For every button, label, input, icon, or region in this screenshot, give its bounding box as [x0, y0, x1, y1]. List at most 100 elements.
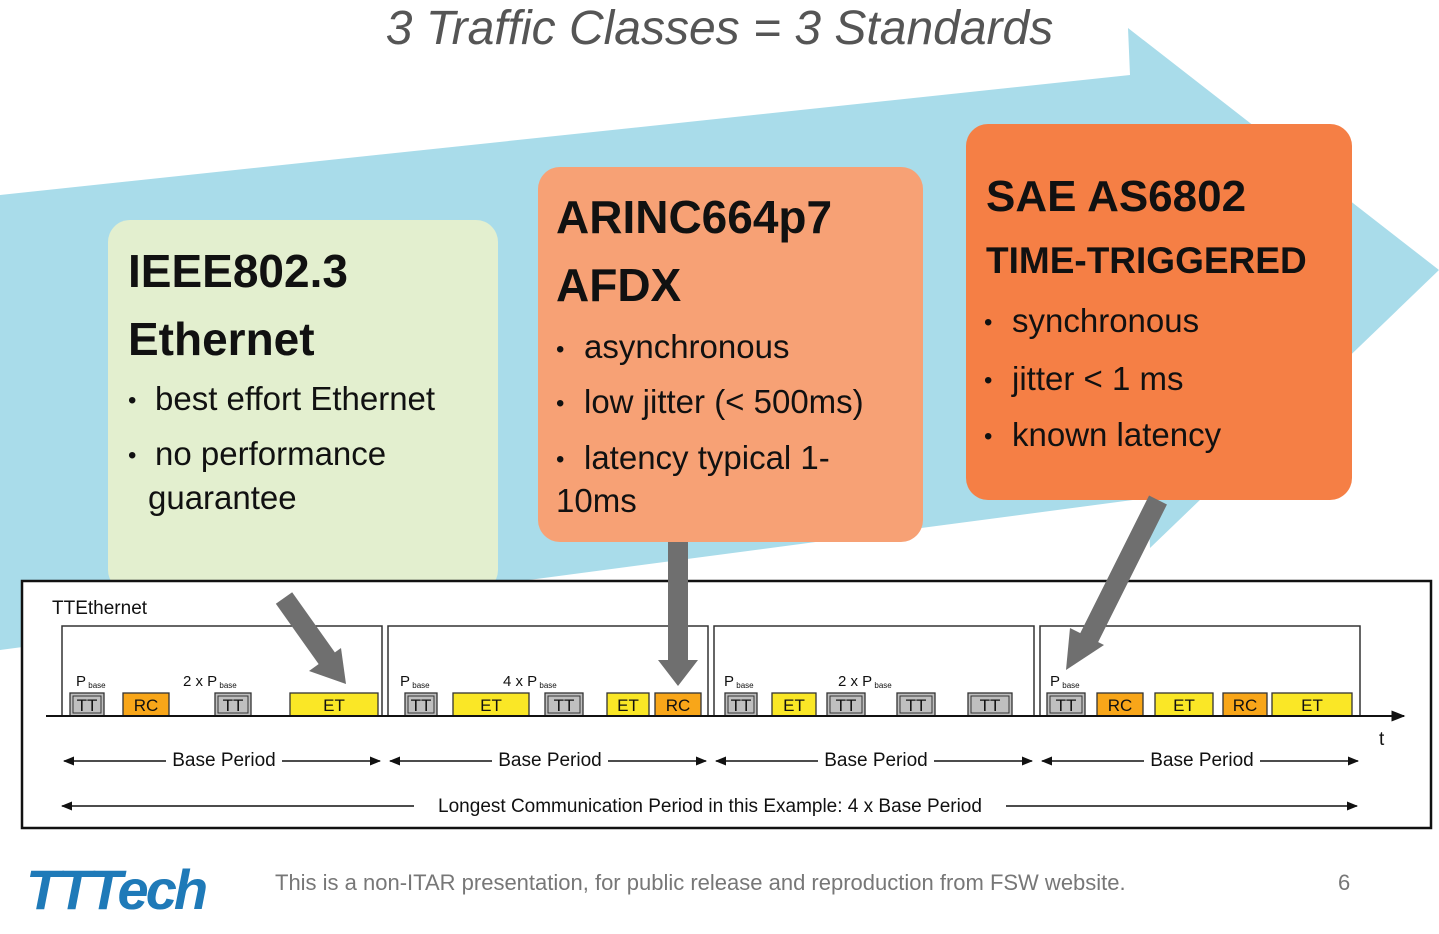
- period-marker: P base: [724, 673, 754, 690]
- pointer-arrow-as6802-head: [1066, 628, 1104, 670]
- base-period-label: Base Period: [824, 750, 928, 771]
- slot-label: TT: [980, 696, 1001, 715]
- afdx-box: [538, 167, 923, 542]
- bullet-icon: •: [556, 390, 565, 417]
- base-period-label-bg: [166, 747, 282, 773]
- slot-label: ET: [323, 696, 345, 715]
- pointer-arrow-ethernet: [275, 592, 337, 666]
- time-axis-label: t: [1379, 729, 1385, 750]
- slot-tt: TT: [896, 692, 936, 717]
- base-period-label: Base Period: [1150, 750, 1254, 771]
- slot-tt: TT: [544, 692, 584, 717]
- slot-inner: [72, 695, 102, 714]
- slot-label: RC: [134, 696, 159, 715]
- period-marker: P base: [76, 673, 106, 690]
- slot-rc: RC: [1222, 692, 1268, 717]
- slot-tt: TT: [69, 692, 105, 717]
- slot-label: ET: [1173, 696, 1195, 715]
- base-period-label: Base Period: [498, 750, 602, 771]
- ethernet-box: [108, 220, 498, 592]
- slot-label: ET: [783, 696, 805, 715]
- bullet-icon: •: [556, 336, 565, 363]
- pointer-arrow-afdx: [668, 542, 688, 662]
- slot-label: TT: [1056, 696, 1077, 715]
- timeline-label: TTEthernet: [52, 598, 148, 619]
- slot-label: ET: [480, 696, 502, 715]
- slot-tt: TT: [1046, 692, 1086, 717]
- slot-inner: [829, 695, 863, 714]
- footer-note: This is a non-ITAR presentation, for pub…: [275, 870, 1126, 895]
- slot-label: TT: [554, 696, 575, 715]
- pointer-arrow-as6802: [1079, 495, 1167, 645]
- slot-label: TT: [731, 696, 752, 715]
- as6802-bullet-1: synchronous: [1012, 302, 1200, 339]
- slot-inner: [407, 695, 435, 714]
- slot-tt: TT: [404, 692, 438, 717]
- as6802-heading-2: TIME-TRIGGERED: [986, 240, 1307, 281]
- base-period-label: Base Period: [172, 750, 276, 771]
- slot-label: RC: [666, 696, 691, 715]
- bullet-icon: •: [984, 309, 993, 336]
- ethernet-bullet-1: best effort Ethernet: [155, 380, 436, 417]
- bullet-icon: •: [984, 367, 993, 394]
- slot-et: ET: [771, 692, 817, 717]
- slot-et: ET: [289, 692, 379, 717]
- afdx-bullet-3-cont: 10ms: [556, 482, 637, 519]
- bullet-icon: •: [128, 387, 137, 414]
- slot-label: ET: [1301, 696, 1323, 715]
- ethernet-bullet-2: no performance: [155, 435, 387, 472]
- slot-label: TT: [411, 696, 432, 715]
- as6802-bullet-2: jitter < 1 ms: [1012, 360, 1184, 397]
- slot-et: ET: [606, 692, 650, 717]
- as6802-box: [966, 124, 1352, 500]
- period-marker: 2 x P base: [183, 673, 237, 690]
- as6802-bullet-3: known latency: [1012, 416, 1222, 453]
- longest-period-label-bg: [414, 792, 1006, 818]
- afdx-heading-1: ARINC664p7: [556, 191, 833, 243]
- slot-label: RC: [1108, 696, 1133, 715]
- slot-inner: [547, 695, 581, 714]
- period-marker: P base: [1050, 673, 1080, 690]
- afdx-heading-2: AFDX: [556, 259, 682, 311]
- slot-et: ET: [1271, 692, 1353, 717]
- tttech-logo: TTTech: [26, 858, 208, 921]
- afdx-bullet-1: asynchronous: [584, 328, 790, 365]
- afdx-bullet-2: low jitter (< 500ms): [584, 383, 864, 420]
- pointer-arrow-ethernet-head: [309, 648, 346, 684]
- slide-title: 3 Traffic Classes = 3 Standards: [385, 2, 1054, 55]
- longest-period-label: Longest Communication Period in this Exa…: [438, 796, 982, 817]
- bullet-icon: •: [984, 423, 993, 450]
- as6802-heading-1: SAE AS6802: [986, 172, 1247, 221]
- slot-label: RC: [1233, 696, 1258, 715]
- slot-inner: [217, 695, 249, 714]
- pointer-arrow-afdx-head: [658, 660, 698, 686]
- slot-label: TT: [223, 696, 244, 715]
- bullet-icon: •: [128, 442, 137, 469]
- slot-rc: RC: [122, 692, 170, 717]
- base-period-label-bg: [1144, 747, 1260, 773]
- slot-tt: TT: [214, 692, 252, 717]
- period-marker: 4 x P base: [503, 673, 557, 690]
- ethernet-heading-2: Ethernet: [128, 313, 315, 365]
- base-period-label-bg: [818, 747, 934, 773]
- ethernet-heading-1: IEEE802.3: [128, 245, 348, 297]
- base-period-label-bg: [492, 747, 608, 773]
- slot-et: ET: [1154, 692, 1214, 717]
- slot-inner: [1049, 695, 1083, 714]
- slot-label: TT: [77, 696, 98, 715]
- bullet-icon: •: [556, 446, 565, 473]
- ethernet-bullet-2-cont: guarantee: [148, 479, 297, 516]
- slot-label: TT: [906, 696, 927, 715]
- page-number: 6: [1338, 870, 1351, 895]
- afdx-bullet-3: latency typical 1-: [584, 439, 830, 476]
- slot-inner: [727, 695, 755, 714]
- slot-tt: TT: [826, 692, 866, 717]
- slot-label: ET: [617, 696, 639, 715]
- slot-inner: [899, 695, 933, 714]
- slot-tt: TT: [967, 692, 1013, 717]
- slot-rc: RC: [654, 692, 702, 717]
- slot-inner: [970, 695, 1010, 714]
